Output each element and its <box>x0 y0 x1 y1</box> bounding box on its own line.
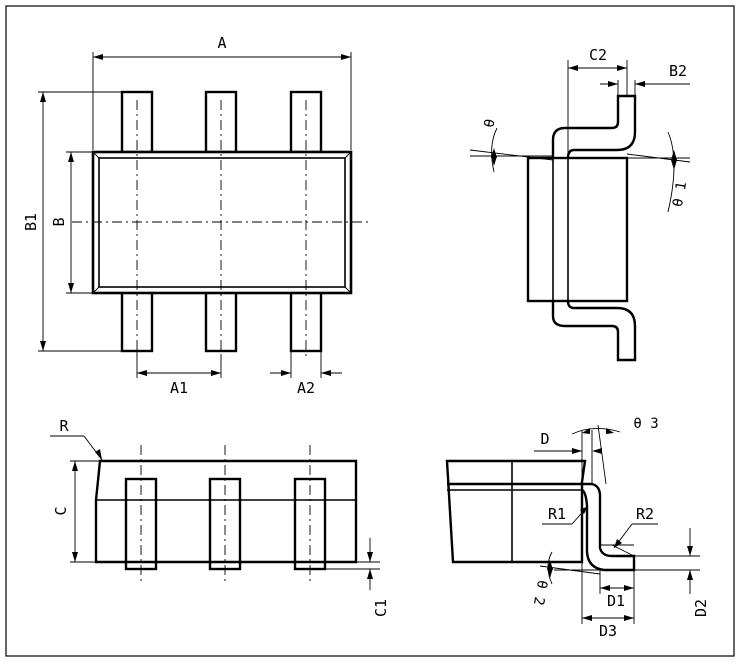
dim-label-theta3: θ 3 <box>633 416 658 432</box>
dim-label-D1: D1 <box>607 592 625 610</box>
dim-label-A2: A2 <box>297 379 315 397</box>
section-lead <box>581 482 636 572</box>
package-body-inner <box>98 157 346 288</box>
dim-label-R2: R2 <box>636 505 654 523</box>
dim-label-theta: θ <box>481 118 498 129</box>
drawing-frame <box>5 5 735 657</box>
dim-label-theta2: θ 2 <box>530 579 550 607</box>
section-body <box>445 459 587 564</box>
dim-label-B: B <box>50 217 68 226</box>
dim-label-A1: A1 <box>170 379 188 397</box>
dim-label-C2: C2 <box>589 46 607 64</box>
dim-label-B1: B1 <box>22 213 40 231</box>
front-view: R C C1 <box>50 417 390 617</box>
dim-label-A: A <box>217 34 226 52</box>
section-detail-view: D θ 3 R1 R2 D2 θ 2 <box>445 416 710 640</box>
dim-label-C1: C1 <box>372 599 390 617</box>
front-body <box>94 459 358 564</box>
dim-label-R: R <box>59 417 69 435</box>
dim-label-R1: R1 <box>548 505 566 523</box>
dim-label-theta1: θ 1 <box>670 180 690 208</box>
side-body <box>526 156 629 303</box>
side-upper-lead <box>551 94 637 159</box>
dim-label-B2: B2 <box>669 62 687 80</box>
dim-label-C: C <box>52 506 70 515</box>
side-view: C2 B2 θ θ 1 <box>469 46 690 362</box>
dim-label-D: D <box>540 430 549 448</box>
side-lower-lead <box>551 300 637 362</box>
top-view: A B1 B A1 A2 <box>22 34 372 397</box>
dim-label-D3: D3 <box>599 622 617 640</box>
package-body-outer <box>91 150 353 295</box>
dim-label-D2: D2 <box>692 599 710 617</box>
